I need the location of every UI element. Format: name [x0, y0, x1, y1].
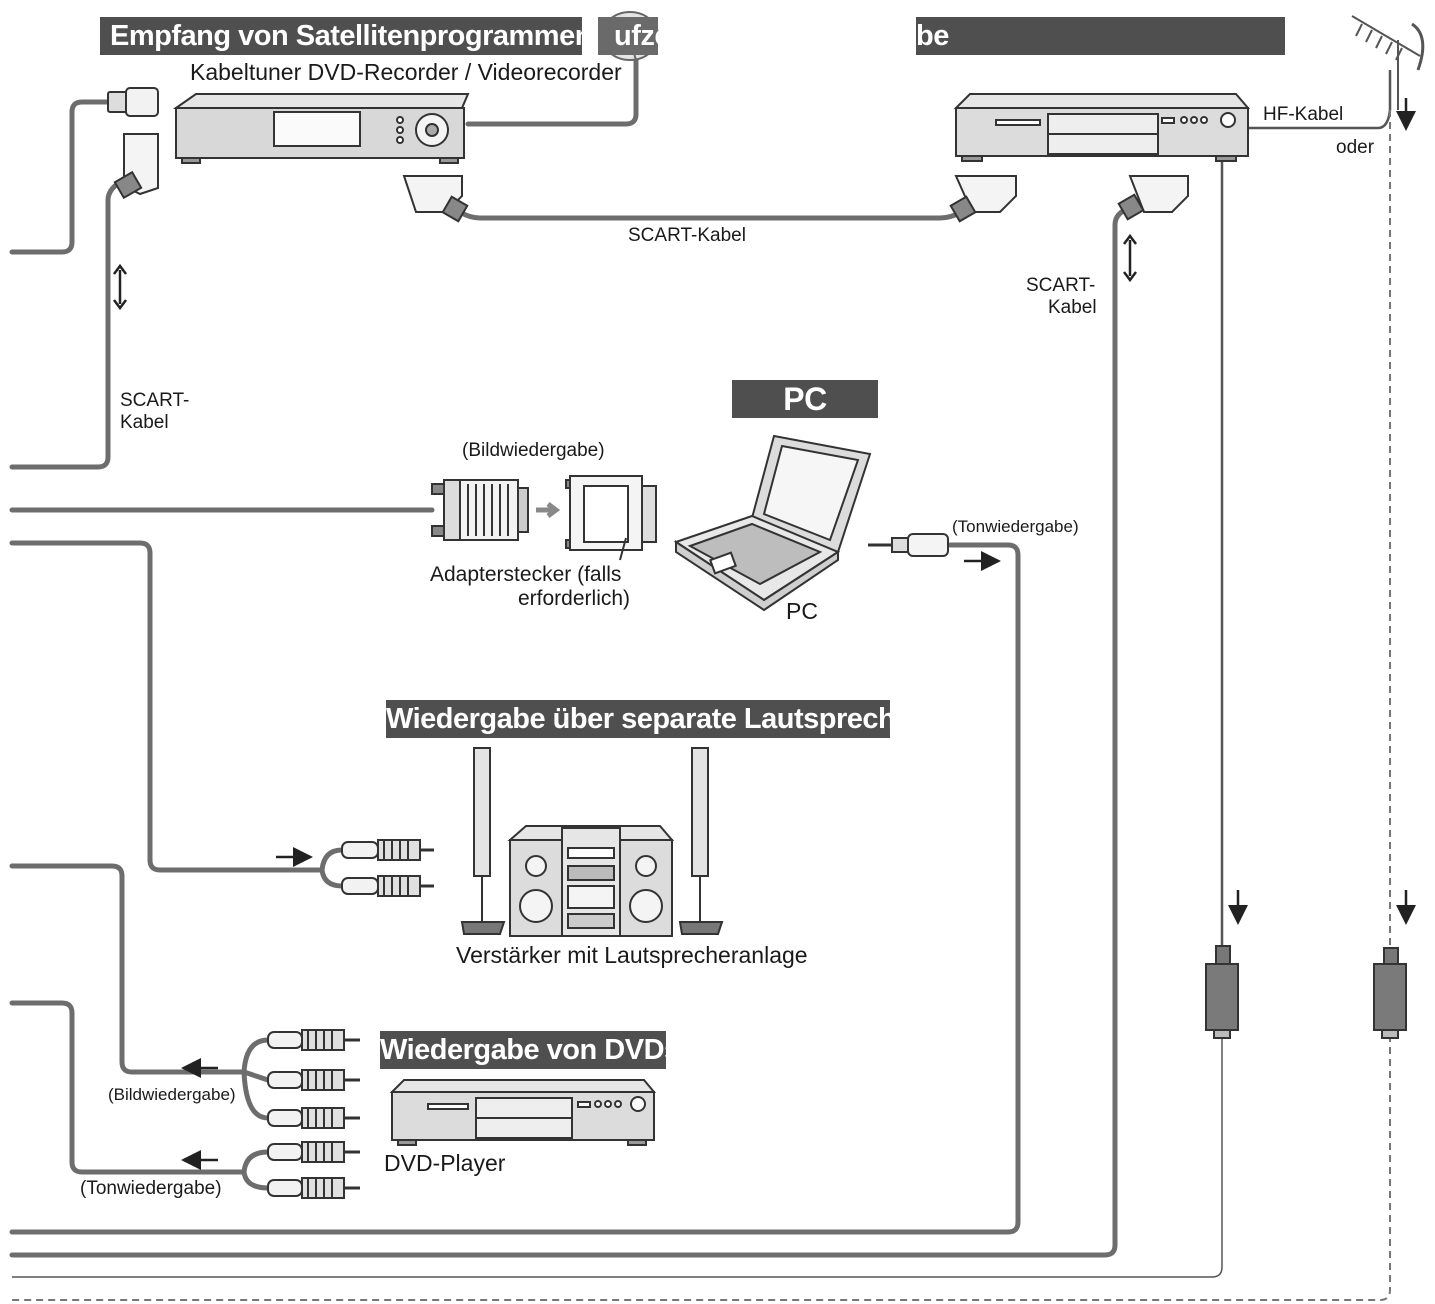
- label-amplifier: Verstärker mit Lautsprecheranlage: [456, 942, 808, 968]
- banner-recording-fragment-1: ufze: [598, 17, 671, 55]
- label-scart-left-line1: SCART-: [120, 390, 190, 411]
- label-pc: PC: [786, 598, 818, 624]
- hdmi-plug-icon: [107, 87, 159, 117]
- cable-speaker-split: [319, 847, 345, 889]
- label-dvd-audio: (Tonwiedergabe): [80, 1178, 222, 1199]
- speaker-right-icon: [678, 747, 724, 935]
- coax-plug-antenna-icon: [1373, 947, 1407, 1039]
- label-scart-cable-middle: SCART-Kabel: [628, 225, 746, 246]
- label-rf-cable: HF-Kabel: [1263, 104, 1344, 125]
- cable-rf-thin: [12, 1035, 1223, 1278]
- vga-plug-icon: [431, 479, 529, 541]
- label-dvd-player: DVD-Player: [384, 1150, 506, 1176]
- label-scart-right-line2: Kabel: [1048, 297, 1097, 318]
- label-scart-right-line1: SCART-: [1026, 275, 1096, 296]
- label-cable-tuner: Kabeltuner DVD-Recorder / Videorecorder: [190, 59, 622, 85]
- vga-adapter-icon: [565, 475, 657, 561]
- cable-dvd-video-split: [241, 1037, 271, 1121]
- scart-plug-left-icon: [113, 133, 159, 200]
- speaker-left-icon: [460, 747, 506, 935]
- label-audio-playback-pc: (Tonwiedergabe): [952, 517, 1079, 536]
- banner-pc: PC: [732, 380, 878, 418]
- rca-plug-speaker-right-icon: [341, 875, 434, 897]
- rca-plug-dvd-audio-2-icon: [267, 1177, 360, 1199]
- cable-pc-audio: [9, 542, 1021, 1235]
- rca-plug-dvd-video-3-icon: [267, 1107, 360, 1129]
- cable-tv-hdmi: [9, 99, 111, 255]
- label-video-playback-pc: (Bildwiedergabe): [462, 440, 605, 461]
- rca-plug-dvd-audio-1-icon: [267, 1141, 360, 1163]
- cable-sat-dish: [465, 57, 639, 127]
- scart-plug-recorder-icon: [949, 175, 1017, 223]
- cable-scart-middle: [457, 209, 965, 221]
- label-dvd-video: (Bildwiedergabe): [108, 1085, 236, 1104]
- label-adapter-line1: Adapterstecker (falls: [430, 563, 622, 586]
- cable-dvd-audio-split: [241, 1149, 271, 1191]
- banner-speakers: Wiedergabe über separate Lautsprecher: [386, 700, 922, 738]
- rca-plug-dvd-video-1-icon: [267, 1029, 360, 1051]
- laptop-icon: [673, 434, 872, 612]
- cable-scart-right: [9, 207, 1128, 1258]
- dvd-player-icon: [389, 1079, 657, 1146]
- amplifier-stereo-icon: [507, 825, 675, 937]
- rca-plug-speaker-left-icon: [341, 839, 434, 861]
- coax-plug-recorder-icon: [1205, 945, 1239, 1039]
- label-adapter-line2: erforderlich): [518, 587, 631, 610]
- banner-satellite: Empfang von Satellitenprogrammen: [100, 17, 592, 55]
- cable-rf-antenna-dashed: [12, 110, 1391, 1301]
- label-or: oder: [1336, 137, 1375, 158]
- rca-plug-dvd-video-2-icon: [267, 1069, 360, 1091]
- dvd-recorder-icon: [953, 93, 1251, 162]
- cable-tuner-recorder-icon: [172, 93, 470, 164]
- banner-recording-fragment-2: be: [916, 17, 1285, 55]
- scart-plug-tuner-icon: [402, 175, 469, 223]
- mini-jack-plug-icon: [868, 533, 949, 557]
- label-scart-left-line2: Kabel: [120, 412, 169, 433]
- scart-plug-recorder-right-icon: [1117, 175, 1189, 221]
- adapter-arrow-icon: [536, 502, 561, 518]
- cable-dvd-audio: [9, 1000, 247, 1175]
- cable-tv-scart-left: [9, 179, 123, 470]
- cable-speaker-audio: [9, 540, 325, 873]
- cable-dvd-video: [9, 863, 247, 1075]
- antenna-icon: [1351, 15, 1425, 110]
- banner-dvd: Wiedergabe von DVDs: [380, 1031, 680, 1069]
